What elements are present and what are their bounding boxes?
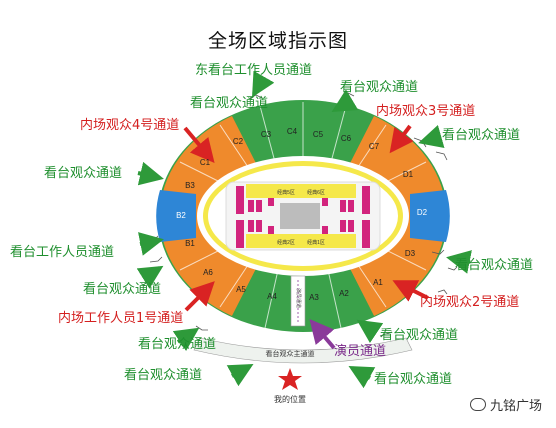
section-c2: C2 (233, 137, 244, 146)
label-stand-left-bottom: 看台观众通道 (138, 337, 217, 352)
label-stand-right-low: 看台观众通道 (380, 328, 459, 343)
stadium-bowl (156, 100, 450, 332)
label-stand-left-low: 看台观众通道 (83, 282, 162, 297)
section-a5: A5 (236, 285, 246, 294)
blue-sector-b2 (156, 190, 196, 242)
my-position-star-icon (278, 368, 302, 390)
performer-vertical-label: 演员通道 (295, 288, 302, 308)
section-c4: C4 (287, 127, 298, 136)
arrow-east-staff (252, 70, 275, 98)
arrow-stand-bottom-right (348, 366, 376, 389)
label-inner3: 内场观众3号通道 (376, 104, 476, 119)
section-b1: B1 (185, 239, 195, 248)
arrow-inner4 (183, 126, 215, 164)
arrow-inner-staff1 (184, 281, 215, 312)
arrow-performer (309, 318, 336, 350)
section-c3: C3 (261, 130, 272, 139)
label-performer: 演员通道 (334, 344, 387, 359)
arrow-stand-right-low (356, 319, 384, 344)
watermark: 九铭广场 (469, 395, 542, 414)
vip-block-left-top (236, 186, 244, 214)
arrow-inner3 (389, 124, 414, 154)
my-position-label: 我的位置 (274, 394, 306, 404)
floor-bottom-2: 经典1区 (307, 239, 325, 246)
section-c5: C5 (313, 130, 324, 139)
floor-seat-blocks (248, 198, 354, 234)
section-a3: A3 (309, 293, 319, 302)
section-c7: C7 (369, 142, 380, 151)
arrow-stand-left-bottom (172, 327, 200, 352)
label-stand-bottom-left: 看台观众通道 (124, 368, 203, 383)
section-b3: B3 (185, 181, 195, 190)
main-aisle-label: 看台观众主通道 (266, 349, 315, 358)
floor-bottom-1: 经典2区 (277, 239, 295, 246)
label-east-staff: 东看台工作人员通道 (195, 63, 313, 78)
arrow-staff-left (138, 232, 164, 256)
arrow-inner2 (392, 280, 429, 302)
label-inner4: 内场观众4号通道 (80, 118, 180, 133)
label-stand-right-top: 看台观众通道 (442, 128, 521, 143)
sector-dividers (179, 102, 427, 329)
arrow-stand-right-top (418, 124, 445, 149)
label-stand-bottom-right: 看台观众通道 (374, 372, 453, 387)
chat-bubble-icon (469, 398, 486, 411)
section-c6: C6 (341, 134, 352, 143)
label-inner2: 内场观众2号通道 (420, 295, 520, 310)
section-d1: D1 (403, 170, 414, 179)
label-inner-staff1: 内场工作人员1号通道 (58, 311, 184, 326)
main-aisle-band (193, 337, 413, 364)
floor-top-2: 经典6区 (307, 189, 325, 196)
label-stand-left-mid: 看台观众通道 (44, 166, 123, 181)
section-d2: D2 (417, 208, 428, 217)
section-a6: A6 (203, 268, 213, 277)
floor-labels: 经典5区 经典6区 经典2区 经典1区 (277, 189, 325, 246)
label-staff-left: 看台工作人员通道 (10, 245, 115, 260)
arrow-stand-top-right (331, 89, 359, 113)
section-c1: C1 (200, 158, 211, 167)
label-stand-right-mid: 看台观众通道 (455, 258, 534, 273)
arrows (136, 70, 472, 389)
watermark-text: 九铭广场 (489, 399, 542, 414)
section-a1: A1 (373, 278, 383, 287)
section-a2: A2 (339, 289, 349, 298)
page-title: 全场区域指示图 (207, 30, 348, 52)
section-b2: B2 (176, 211, 186, 220)
floor-top-zone (246, 184, 356, 198)
floor-top-1: 经典5区 (277, 189, 295, 196)
arrow-stand-left-low (136, 265, 164, 289)
label-stand-top-left: 看台观众通道 (190, 96, 269, 111)
vip-block-right-bottom (362, 220, 370, 248)
arrow-stand-bottom-left (226, 364, 254, 387)
blue-sector-d2 (410, 190, 450, 242)
vip-block-right-top (362, 186, 370, 214)
floor-bottom-zone (246, 234, 356, 248)
center-stage (280, 203, 320, 229)
section-d3: D3 (405, 249, 416, 258)
arrow-stand-left-mid (137, 161, 164, 186)
vip-block-left-bottom (236, 220, 244, 248)
label-stand-top-right: 看台观众通道 (340, 80, 419, 95)
arrow-stand-right-mid (446, 250, 472, 274)
section-labels: C1 C2 C3 C4 C5 C6 C7 D1 D2 D3 A1 A2 A3 A… (176, 127, 428, 302)
section-a4: A4 (267, 292, 277, 301)
